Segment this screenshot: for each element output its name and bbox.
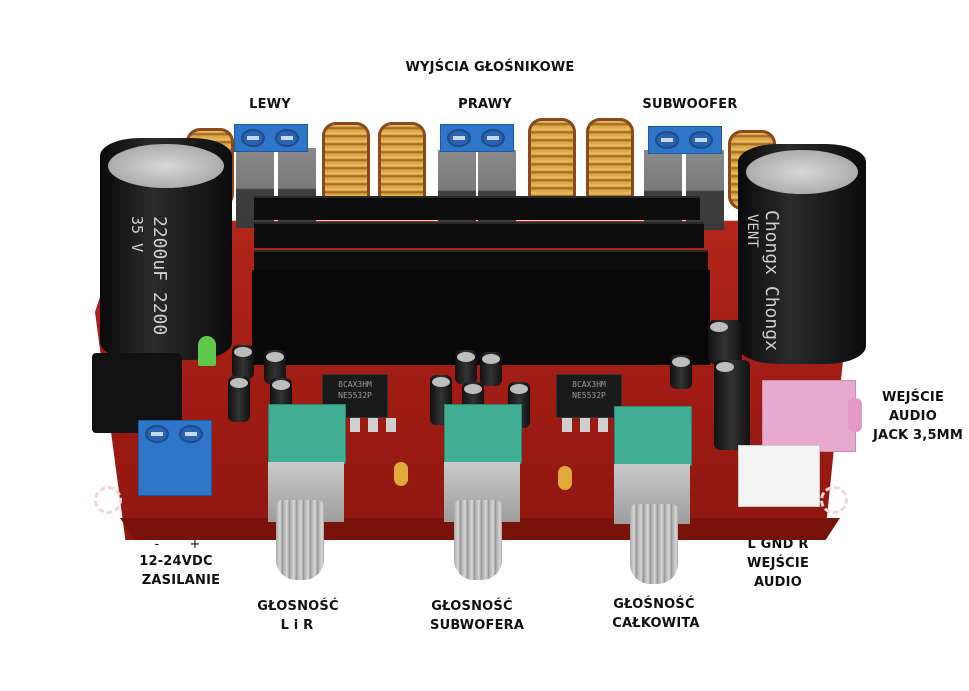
capacitor-voltage: 35 V <box>128 216 146 253</box>
screw-icon <box>689 131 713 149</box>
volume-lr-potentiometer-body <box>268 404 346 464</box>
mounting-hole <box>94 486 122 514</box>
small-capacitor <box>228 376 250 422</box>
small-capacitor <box>480 352 502 386</box>
power-terminal <box>138 420 212 496</box>
capacitor-series: VENT <box>744 214 760 248</box>
volume-lr-knob[interactable] <box>276 500 324 580</box>
power-label: ZASILANIE <box>141 573 221 588</box>
small-capacitor <box>270 378 292 412</box>
chip-pin <box>580 418 590 432</box>
right-channel-label: PRAWY <box>458 97 512 112</box>
screw-icon <box>481 129 505 147</box>
volume-sub-label-line2: SUBWOFERA <box>430 618 525 633</box>
capacitor-top <box>746 150 858 194</box>
left-speaker-terminal <box>234 124 308 152</box>
subwoofer-terminal <box>648 126 722 154</box>
chip-pin <box>562 418 572 432</box>
chip-marking: 8CAX3HM <box>572 380 606 389</box>
speaker-outputs-label: WYJŚCIA GŁOŚNIKOWE <box>405 60 575 75</box>
small-capacitor <box>264 350 286 384</box>
volume-total-label-line1: GŁOŚNOŚĆ <box>613 597 695 612</box>
audio-jack-socket <box>848 398 862 432</box>
power-plus-label: + <box>189 537 201 552</box>
chip-pin <box>386 418 396 432</box>
volume-lr-label-line1: GŁOSNOŚĆ <box>257 599 339 614</box>
volume-total-label-line2: CAŁKOWITA <box>612 616 700 631</box>
power-minus-label: - <box>154 537 160 552</box>
input-header-label-line1: L GND R <box>747 537 809 552</box>
chip-marking: 8CAX3HM <box>338 380 372 389</box>
audio-jack-label-line2: AUDIO <box>889 409 937 424</box>
opamp-chip: 8CAX3HM NE5532P <box>322 374 388 418</box>
volume-total-potentiometer-body <box>614 406 692 466</box>
audio-jack-label-line1: WEJŚCIE <box>881 390 945 405</box>
opamp-chip: 8CAX3HM NE5532P <box>556 374 622 418</box>
heatsink <box>252 270 710 365</box>
audio-jack-3-5mm <box>762 380 856 452</box>
tantalum-capacitor <box>558 466 572 490</box>
screw-icon <box>275 129 299 147</box>
chip-pin <box>368 418 378 432</box>
chip-pin <box>598 418 608 432</box>
small-capacitor <box>708 320 742 364</box>
screw-icon <box>655 131 679 149</box>
volume-sub-potentiometer-body <box>444 404 522 464</box>
dc-power-jack <box>92 353 182 433</box>
capacitor-top <box>108 144 224 188</box>
screw-icon <box>179 425 203 443</box>
small-capacitor <box>670 355 692 389</box>
left-channel-label: LEWY <box>249 97 291 112</box>
audio-jack-label-line3: JACK 3,5MM <box>873 428 963 443</box>
capacitor-marking: 2200uF 2200 <box>149 216 170 336</box>
small-capacitor <box>455 350 477 384</box>
screw-icon <box>145 425 169 443</box>
tantalum-capacitor <box>394 462 408 486</box>
inductor <box>528 118 576 208</box>
volume-sub-knob[interactable] <box>454 500 502 580</box>
capacitor-brand: Chongx Chongx <box>761 210 782 351</box>
chip-part-number: NE5532P <box>338 391 372 400</box>
inductor <box>586 118 634 208</box>
power-voltage-label: 12-24VDC <box>139 554 213 569</box>
left-main-capacitor: 2200uF 2200 35 V <box>100 138 232 360</box>
small-capacitor <box>232 345 254 379</box>
heatsink-fin <box>254 222 704 248</box>
input-header-label-line2: WEJŚCIE <box>746 556 810 571</box>
volume-total-knob[interactable] <box>630 504 678 584</box>
small-capacitor <box>714 360 750 450</box>
power-led <box>198 336 216 366</box>
input-header-label-line3: AUDIO <box>754 575 802 590</box>
screw-icon <box>241 129 265 147</box>
chip-part-number: NE5532P <box>572 391 606 400</box>
screw-icon <box>447 129 471 147</box>
volume-lr-label-line2: L i R <box>280 618 314 633</box>
heatsink-fin <box>254 196 700 220</box>
right-speaker-terminal <box>440 124 514 152</box>
volume-sub-label-line1: GŁOSNOŚĆ <box>431 599 513 614</box>
audio-input-header <box>738 445 820 507</box>
mounting-hole <box>820 486 848 514</box>
chip-pin <box>350 418 360 432</box>
right-main-capacitor: Chongx Chongx VENT <box>738 144 866 364</box>
subwoofer-label: SUBWOOFER <box>642 97 738 112</box>
